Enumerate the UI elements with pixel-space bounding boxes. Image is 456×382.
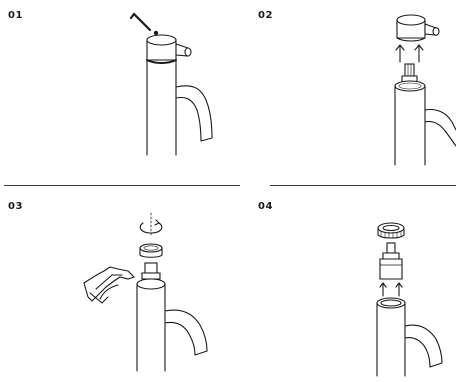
arrow-up-icon bbox=[396, 45, 423, 62]
step-panel-4: 04 bbox=[228, 191, 456, 382]
spindle-icon bbox=[402, 64, 417, 82]
rotate-icon bbox=[140, 213, 162, 237]
step-panel-1: 01 bbox=[0, 0, 228, 191]
lever-handle-icon bbox=[147, 31, 191, 63]
hex-key-icon bbox=[131, 14, 150, 30]
faucet-icon bbox=[395, 81, 456, 165]
arrow-up-icon bbox=[380, 283, 402, 296]
nut-icon bbox=[140, 244, 162, 257]
faucet-icon bbox=[147, 60, 212, 155]
step-2-illustration bbox=[228, 0, 456, 191]
step-panel-3: 03 bbox=[0, 191, 228, 382]
faucet-icon bbox=[377, 298, 442, 376]
step-1-illustration bbox=[0, 0, 228, 191]
wrench-icon bbox=[84, 267, 134, 303]
lever-handle-icon bbox=[397, 15, 439, 41]
cartridge-icon bbox=[142, 263, 160, 279]
nut-icon bbox=[378, 223, 404, 238]
faucet-icon bbox=[137, 279, 207, 371]
step-3-illustration bbox=[0, 191, 228, 382]
cartridge-icon bbox=[380, 243, 402, 279]
step-4-illustration bbox=[228, 191, 456, 382]
step-panel-2: 02 bbox=[228, 0, 456, 191]
